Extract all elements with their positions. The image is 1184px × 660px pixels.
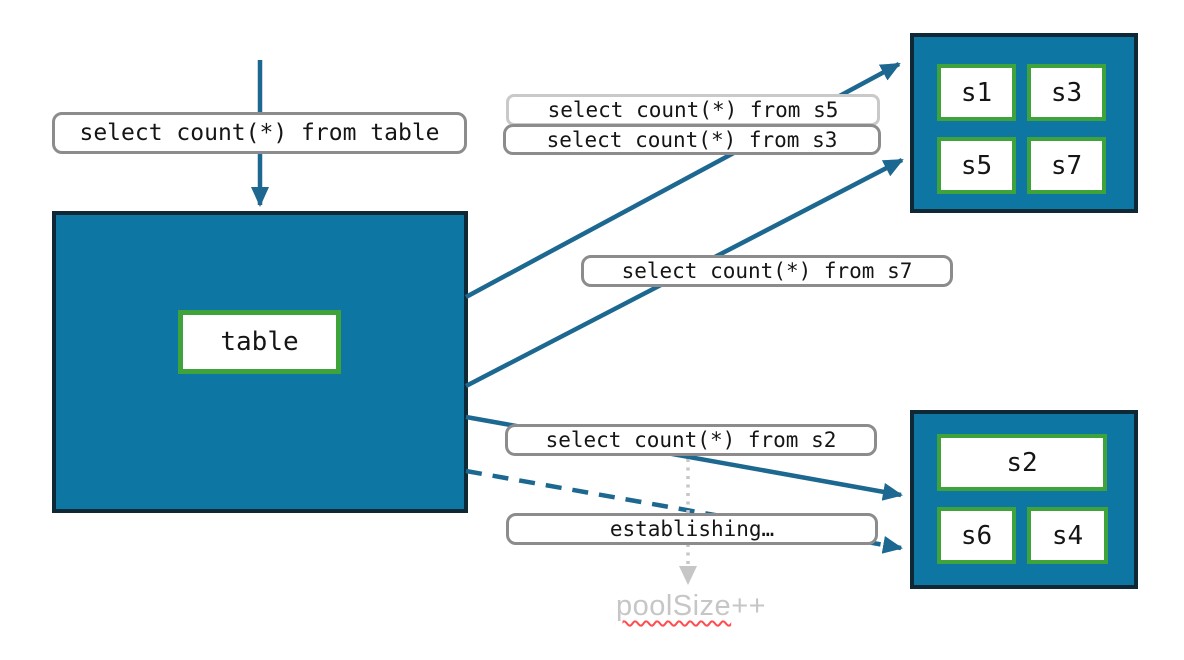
query-pill-s7: select count(*) from s7 — [581, 255, 953, 287]
table-label: table — [220, 327, 299, 357]
query-pill-table: select count(*) from table — [52, 112, 467, 154]
shard-s2: s2 — [937, 434, 1107, 491]
shard-s4: s4 — [1027, 507, 1108, 564]
query-s5-text: select count(*) from s5 — [547, 98, 839, 122]
arrow-poolsize-head — [679, 566, 697, 585]
query-pill-s2: select count(*) from s2 — [505, 424, 877, 456]
poolsize-suffix: ++ — [731, 590, 767, 622]
shard-s7: s7 — [1027, 137, 1106, 194]
query-pill-s3: select count(*) from s3 — [503, 124, 881, 155]
shard-s3-label: s3 — [1050, 77, 1083, 108]
shard-s1-label: s1 — [960, 77, 993, 108]
query-pill-s5: select count(*) from s5 — [506, 94, 880, 126]
shard-s7-label: s7 — [1050, 150, 1083, 181]
query-s7-text: select count(*) from s7 — [621, 259, 913, 283]
table-node-label-box: table — [178, 310, 341, 374]
shard-s5-label: s5 — [960, 150, 993, 181]
shard-s1: s1 — [937, 64, 1016, 121]
status-pill-establishing: establishing… — [506, 513, 878, 545]
shard-s6: s6 — [937, 507, 1016, 564]
establishing-text: establishing… — [609, 517, 775, 541]
query-s3-text: select count(*) from s3 — [546, 127, 838, 152]
shard-s2-label: s2 — [1006, 447, 1038, 478]
shard-s3: s3 — [1027, 64, 1106, 121]
shard-s6-label: s6 — [960, 520, 993, 551]
query-table-text: select count(*) from table — [79, 120, 440, 146]
shard-s4-label: s4 — [1051, 520, 1084, 551]
poolsize-word: poolSize — [615, 590, 732, 622]
shard-s5: s5 — [937, 137, 1016, 194]
query-s2-text: select count(*) from s2 — [545, 428, 837, 452]
poolsize-annotation: poolSize++ — [586, 590, 796, 623]
